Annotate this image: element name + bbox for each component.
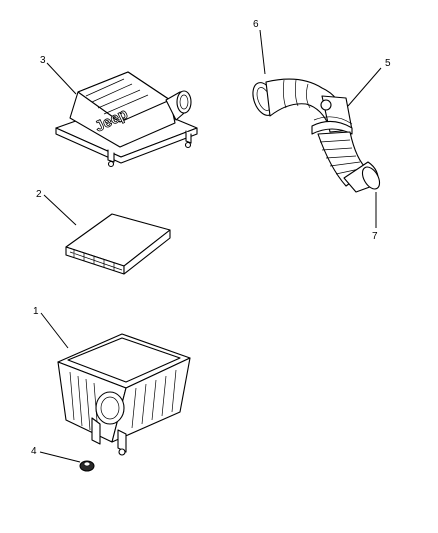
callout-1: 1 bbox=[33, 306, 39, 317]
intake-duct bbox=[252, 78, 381, 193]
callout-3: 3 bbox=[40, 55, 46, 66]
callout-6: 6 bbox=[253, 19, 259, 30]
air-filter-element bbox=[65, 213, 171, 275]
leader-lines bbox=[39, 29, 382, 463]
air-cleaner-housing bbox=[57, 333, 191, 456]
grommet bbox=[79, 460, 95, 472]
callout-7: 7 bbox=[372, 231, 378, 242]
callout-4: 4 bbox=[31, 446, 37, 457]
callout-5: 5 bbox=[385, 58, 391, 69]
air-cleaner-cover bbox=[55, 71, 198, 168]
callout-2: 2 bbox=[36, 189, 42, 200]
